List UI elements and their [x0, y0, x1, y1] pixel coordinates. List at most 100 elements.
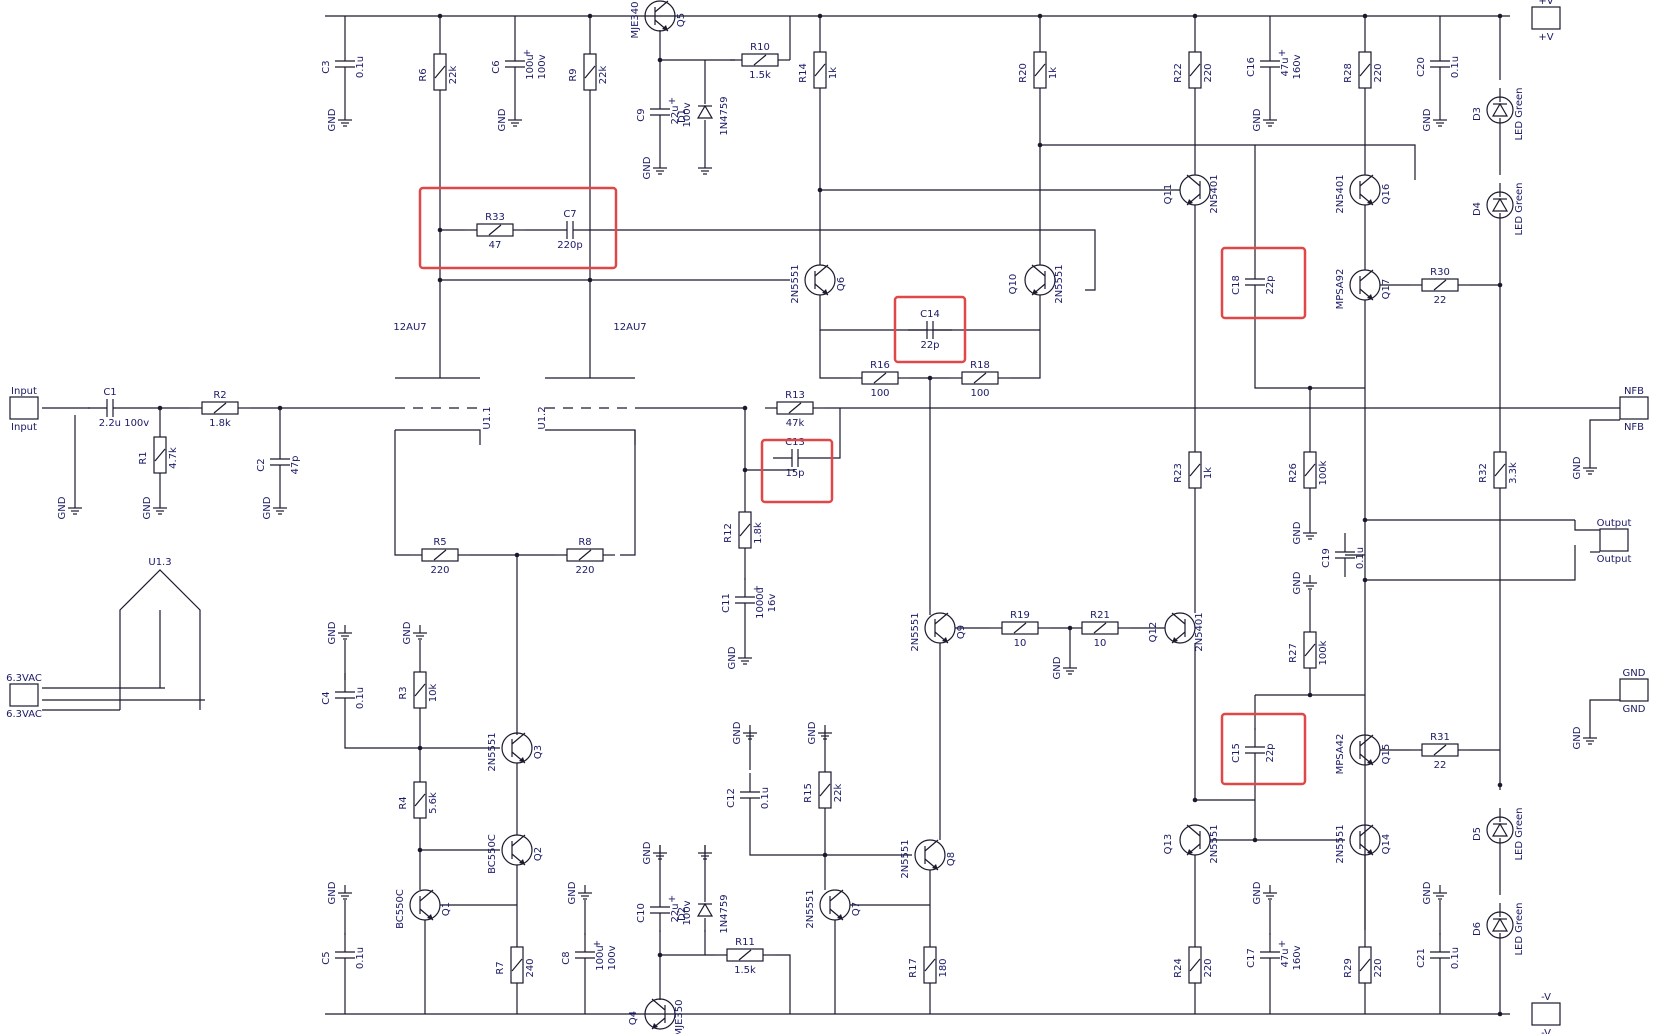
- ref-label: Q4: [628, 1011, 639, 1025]
- ref-label: R4: [398, 796, 409, 809]
- ground-symbol: GND: [1252, 881, 1277, 904]
- ref-label: C1: [103, 387, 116, 398]
- ref-label: C18: [1231, 275, 1242, 295]
- port--v: +V+V: [1531, 0, 1561, 43]
- ref-label: C3: [321, 60, 332, 73]
- rating-label: 100v: [682, 102, 693, 127]
- ground-symbol: GND: [1052, 656, 1077, 679]
- value-label: 22k: [833, 784, 844, 803]
- port-label: -V: [1541, 992, 1551, 1003]
- part-label: BC550C: [395, 889, 406, 929]
- rating-label: 16v: [767, 594, 778, 613]
- ref-label: C5: [321, 951, 332, 964]
- ref-label: R22: [1173, 63, 1184, 83]
- gnd-label: GND: [327, 621, 338, 644]
- ref-label: R1: [138, 451, 149, 464]
- value-label: 0.1u: [355, 56, 366, 78]
- ref-label: R29: [1343, 958, 1354, 978]
- ref-label: R7: [495, 961, 506, 974]
- ground-symbol: GND: [567, 881, 592, 904]
- part-label: LED Green: [1514, 182, 1525, 235]
- ref-label: C8: [561, 951, 572, 964]
- ref-label: Q5: [676, 13, 687, 27]
- part-label: 2N5551: [1054, 264, 1065, 303]
- part-label: 2N5551: [805, 889, 816, 928]
- value-label: 22: [1434, 295, 1447, 306]
- value-label: 100: [970, 388, 989, 399]
- polarity-mark: +: [1278, 48, 1286, 59]
- part-label: LED Green: [1514, 902, 1525, 955]
- ref-label: D5: [1472, 827, 1483, 841]
- port-label: Input: [11, 386, 37, 397]
- ref-label: R5: [433, 537, 446, 548]
- value-label: 220: [1373, 958, 1384, 977]
- gnd-label: GND: [1292, 521, 1303, 544]
- value-label: 240: [525, 958, 536, 977]
- gnd-label: GND: [1252, 108, 1263, 131]
- rating-label: 160v: [1292, 945, 1303, 970]
- gnd-label: GND: [807, 721, 818, 744]
- ground-symbol: GND: [497, 108, 522, 131]
- value-label: 1.8k: [209, 418, 231, 429]
- polarity-mark: +: [668, 96, 676, 107]
- ground-symbol: GND: [642, 841, 667, 864]
- ref-label: C15: [1231, 743, 1242, 763]
- ref-label: R16: [870, 360, 890, 371]
- value-label: 1.5k: [749, 70, 771, 81]
- tube-u1-3: U1.3: [148, 557, 171, 568]
- part-label: BC550C: [487, 834, 498, 874]
- value-label: 220: [1203, 63, 1214, 82]
- value-label: 0.1u: [760, 787, 771, 809]
- ref-label: C7: [563, 209, 576, 220]
- gnd-label: GND: [1572, 726, 1583, 749]
- ref-label: C6: [491, 60, 502, 73]
- ref-label: U1.1: [482, 406, 493, 429]
- ground-symbol: GND: [1572, 456, 1597, 479]
- value-label: 0.1u: [1450, 56, 1461, 78]
- resistor-r2: R21.8k: [201, 390, 239, 429]
- ref-label: Q9: [956, 625, 967, 639]
- rating-label: 100v: [682, 900, 693, 925]
- ref-label: Q3: [533, 745, 544, 759]
- ground-symbol: GND: [327, 881, 352, 904]
- value-label: 220: [1373, 63, 1384, 82]
- resistor-r22: R22 220: [1173, 51, 1214, 89]
- ref-label: Q8: [946, 852, 957, 866]
- value-label: 100: [870, 388, 889, 399]
- value-label: 10k: [428, 684, 439, 703]
- ref-label: C2: [256, 458, 267, 471]
- ground-symbol: GND: [807, 721, 832, 744]
- ref-label: Q17: [1381, 279, 1392, 300]
- ref-label: R19: [1010, 610, 1030, 621]
- ground-symbol: GND: [1422, 881, 1447, 904]
- ref-label: Q6: [836, 277, 847, 291]
- ref-label: R26: [1288, 463, 1299, 483]
